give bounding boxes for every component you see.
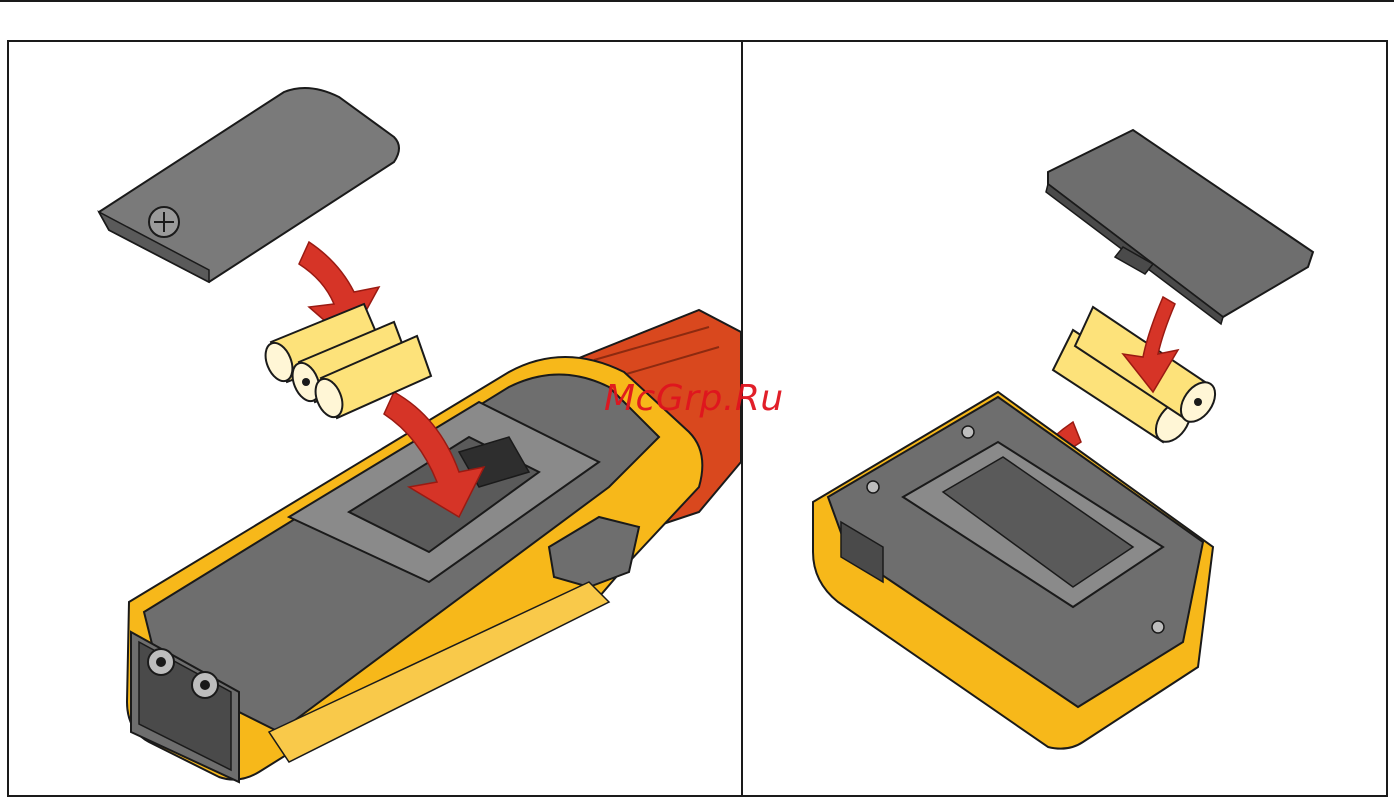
panel-right <box>743 42 1386 795</box>
top-rule <box>0 0 1394 2</box>
battery-door <box>99 88 399 282</box>
batteries-right <box>1053 307 1222 448</box>
battery-door-right <box>1046 130 1313 324</box>
module-illustration <box>743 42 1386 795</box>
module-body <box>813 392 1213 749</box>
watermark-text: McGrp.Ru <box>604 378 784 419</box>
